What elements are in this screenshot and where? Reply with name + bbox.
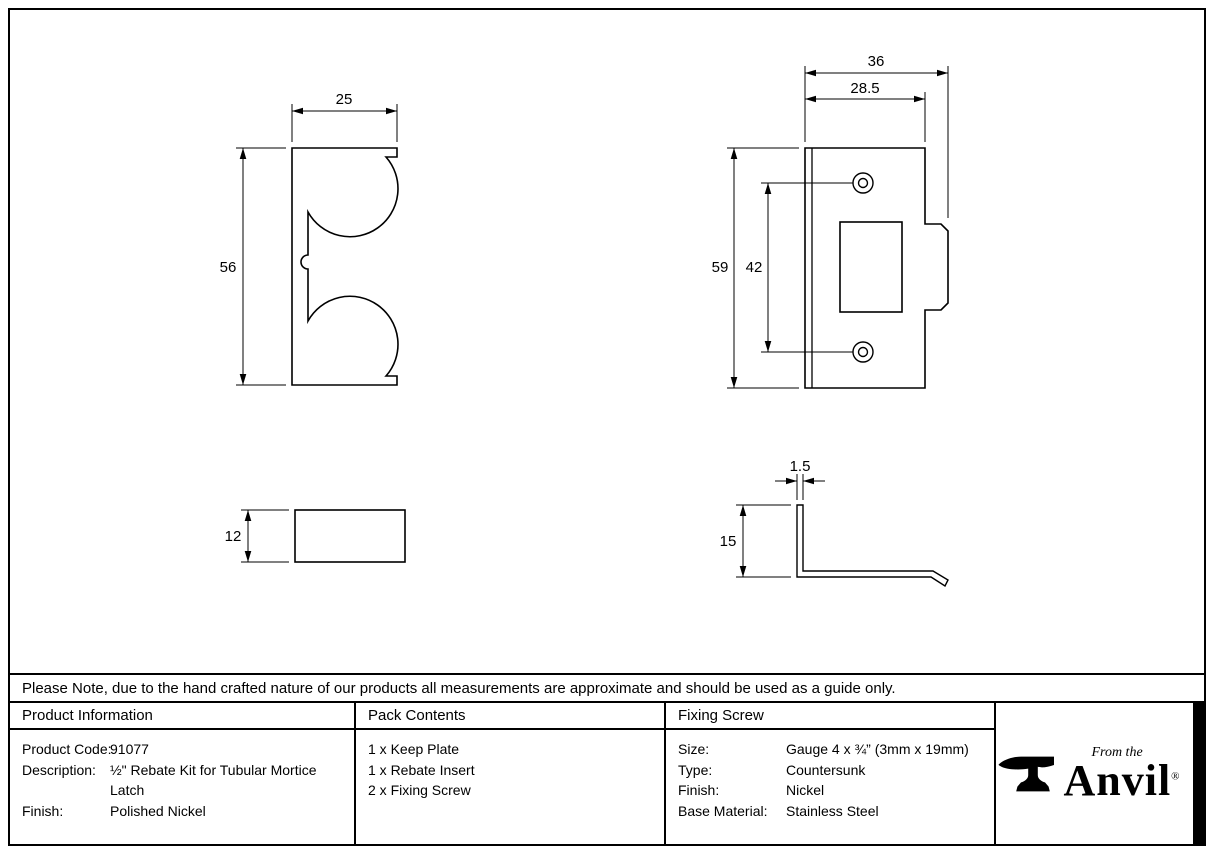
pack-contents-column: Pack Contents 1 x Keep Plate 1 x Rebate … — [356, 703, 666, 844]
brand-logo: From the Anvil® — [996, 703, 1204, 844]
description-value: ½" Rebate Kit for Tubular Mortice Latch — [110, 761, 317, 799]
keep-plate-outline — [804, 147, 949, 389]
dim-label-25: 25 — [336, 91, 353, 108]
fixing-screw-header: Fixing Screw — [666, 703, 994, 730]
dim-label-36: 36 — [868, 53, 885, 70]
pack-item: 2 x Fixing Screw — [368, 782, 471, 798]
fixing-screw-column: Fixing Screw Size: Gauge 4 x ¾” (3mm x 1… — [666, 703, 996, 844]
screw-size-value: Gauge 4 x ¾” (3mm x 19mm) — [786, 741, 969, 757]
keep-plate-dimensions: 36 28.5 59 42 — [712, 53, 949, 389]
screw-finish-label: Finish: — [678, 782, 720, 798]
screw-hole-top — [852, 172, 874, 194]
pack-item: 1 x Keep Plate — [368, 741, 460, 757]
rebate-insert-side-outline — [294, 509, 406, 563]
keep-plate-profile-view: 1.5 15 — [720, 458, 949, 588]
screw-material-value: Stainless Steel — [786, 802, 879, 819]
screw-finish-row: Finish: Nickel — [678, 780, 990, 801]
rebate-insert-side-view: 12 — [225, 509, 406, 563]
screw-finish-value: Nickel — [786, 782, 825, 798]
screw-hole-bottom — [852, 341, 874, 363]
note-text: Please Note, due to the hand crafted nat… — [22, 679, 896, 697]
drawing-area: 25 56 36 28. — [10, 10, 1204, 673]
screw-material-row: Base Material: Stainless Steel — [678, 801, 990, 822]
keep-plate-front-view: 36 28.5 59 42 — [712, 53, 949, 389]
dim-label-12: 12 — [225, 528, 242, 545]
finish-label: Finish: — [22, 802, 64, 819]
product-code-value: 91077 — [110, 741, 149, 757]
logo-brand-word: Anvil — [1063, 755, 1172, 805]
extension-lines — [727, 66, 949, 389]
dim-label-59: 59 — [712, 259, 729, 276]
pack-item: 1 x Rebate Insert — [368, 761, 475, 778]
product-code-label: Product Code: — [22, 741, 112, 757]
screw-hole-top-inner — [857, 177, 869, 189]
technical-drawings: 25 56 36 28. — [220, 53, 949, 588]
dim-label-1-5: 1.5 — [790, 458, 811, 475]
screw-type-row: Type: Countersunk — [678, 760, 990, 781]
anvil-icon — [999, 756, 1055, 791]
keep-plate-profile-outline — [796, 504, 949, 588]
dim-label-42: 42 — [746, 259, 763, 276]
note-bar: Please Note, due to the hand crafted nat… — [10, 673, 1204, 703]
dim-label-56: 56 — [220, 259, 237, 276]
product-information-column: Product Information Product Code: 91077 … — [10, 703, 356, 844]
latch-hole — [839, 221, 903, 313]
screw-type-label: Type: — [678, 761, 713, 778]
screw-hole-bottom-inner — [857, 346, 869, 358]
fixing-screw-body: Size: Gauge 4 x ¾” (3mm x 19mm) Type: Co… — [666, 730, 994, 844]
screw-material-label: Base Material: — [678, 802, 768, 819]
dim-label-15: 15 — [720, 533, 737, 550]
description-row: Description: ½" Rebate Kit for Tubular M… — [22, 760, 350, 801]
description-label: Description: — [22, 761, 96, 778]
logo-registered-mark: ® — [1171, 769, 1181, 782]
logo-black-bar — [1193, 703, 1204, 844]
extension-lines — [236, 104, 398, 386]
rebate-insert-front-view: 25 56 — [220, 91, 399, 386]
product-code-row: Product Code: 91077 — [22, 739, 350, 760]
logo-brand: Anvil® — [1063, 755, 1181, 805]
spec-sheet: 25 56 36 28. — [8, 8, 1206, 846]
keep-plate-profile-dimensions: 1.5 15 — [720, 458, 825, 578]
rebate-insert-side-dimensions: 12 — [225, 509, 289, 563]
product-information-body: Product Code: 91077 Description: ½" Reba… — [10, 730, 354, 844]
finish-row: Finish: Polished Nickel — [22, 801, 350, 822]
rebate-insert-outline — [291, 147, 399, 386]
logo-tagline: From the — [1091, 744, 1143, 760]
pack-contents-header: Pack Contents — [356, 703, 664, 730]
extension-lines — [736, 474, 804, 578]
screw-type-value: Countersunk — [786, 761, 866, 778]
finish-value: Polished Nickel — [110, 802, 206, 819]
pack-contents-body: 1 x Keep Plate 1 x Rebate Insert 2 x Fix… — [356, 730, 664, 844]
dim-label-28-5: 28.5 — [850, 80, 879, 97]
screw-size-label: Size: — [678, 741, 710, 757]
logo-text: From the Anvil® — [1063, 745, 1180, 803]
screw-size-row: Size: Gauge 4 x ¾” (3mm x 19mm) — [678, 739, 990, 760]
product-information-header: Product Information — [10, 703, 354, 730]
info-table: Product Information Product Code: 91077 … — [10, 703, 1204, 844]
rebate-insert-dimensions: 25 56 — [220, 91, 398, 386]
